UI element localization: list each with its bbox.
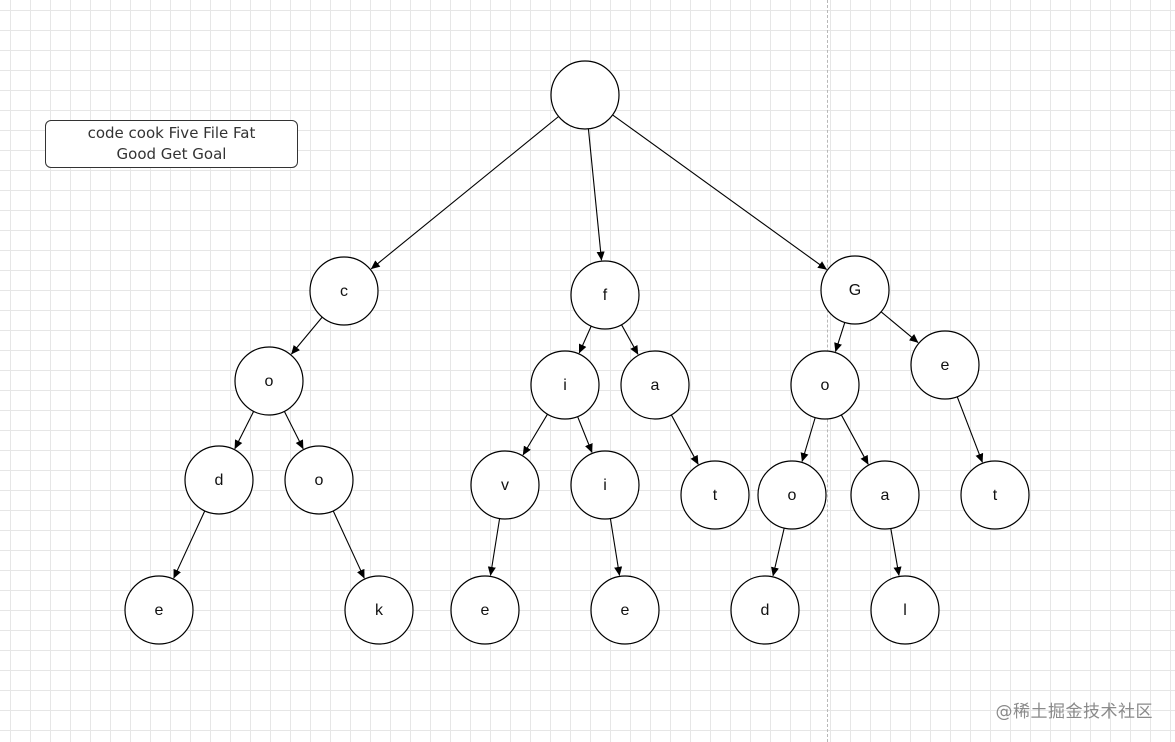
tree-node-c[interactable]: c xyxy=(309,256,379,326)
node-circle xyxy=(570,260,640,330)
tree-node-G[interactable]: G xyxy=(820,255,890,325)
node-circle xyxy=(284,445,354,515)
node-circle xyxy=(570,450,640,520)
node-circle xyxy=(820,255,890,325)
node-label: e xyxy=(155,602,164,619)
node-circle xyxy=(450,575,520,645)
node-label: d xyxy=(215,472,224,489)
node-label: G xyxy=(849,282,861,299)
node-label: o xyxy=(788,487,797,504)
node-label: e xyxy=(621,602,630,619)
watermark: @稀土掘金技术社区 xyxy=(995,702,1153,722)
node-label: e xyxy=(481,602,490,619)
node-label: v xyxy=(501,477,509,494)
node-circle xyxy=(870,575,940,645)
node-circle xyxy=(757,460,827,530)
edge-f-i-to-f-i-v[interactable] xyxy=(522,413,548,456)
node-circle xyxy=(730,575,800,645)
node-label: c xyxy=(340,283,348,300)
edge-c-o-to-c-o-d[interactable] xyxy=(234,411,255,450)
node-circle xyxy=(590,575,660,645)
edge-G-o-to-G-o-o[interactable] xyxy=(800,417,816,462)
tree-node-c-o-d[interactable]: d xyxy=(184,445,254,515)
tree-node-f-i-l-e[interactable]: e xyxy=(590,575,660,645)
node-label: f xyxy=(603,287,608,304)
tree-node-c-o-o-k[interactable]: k xyxy=(344,575,414,645)
node-label: a xyxy=(881,487,890,504)
node-circle xyxy=(470,450,540,520)
edge-G-o-a-to-G-o-a-l[interactable] xyxy=(890,528,902,576)
word-list-note[interactable]: code cook Five File Fat Good Get Goal xyxy=(45,120,298,168)
node-label: t xyxy=(713,487,718,504)
tree-node-c-o-d-e[interactable]: e xyxy=(124,575,194,645)
tree-node-G-o-o[interactable]: o xyxy=(757,460,827,530)
node-label: i xyxy=(603,477,607,494)
edge-G-e-to-G-e-t[interactable] xyxy=(956,396,984,463)
tree-node-G-e-t[interactable]: t xyxy=(960,460,1030,530)
node-circle xyxy=(790,350,860,420)
edge-G-o-to-G-o-a[interactable] xyxy=(840,414,869,465)
word-list-line-2: Good Get Goal xyxy=(116,145,227,163)
node-circle xyxy=(680,460,750,530)
node-label: o xyxy=(265,373,274,390)
tree-node-f[interactable]: f xyxy=(570,260,640,330)
node-circle xyxy=(184,445,254,515)
edge-c-o-to-c-o-o[interactable] xyxy=(283,411,304,450)
node-label: e xyxy=(941,357,950,374)
node-circle xyxy=(309,256,379,326)
edge-root-to-c[interactable] xyxy=(370,116,559,270)
node-circle xyxy=(620,350,690,420)
edge-root-to-f[interactable] xyxy=(587,128,605,261)
edge-c-to-c-o[interactable] xyxy=(290,316,323,355)
edges-layer xyxy=(173,114,984,579)
node-circle xyxy=(124,575,194,645)
node-circle xyxy=(910,330,980,400)
node-circle xyxy=(530,350,600,420)
nodes-layer: c f Go d o e k i a v i t e e o e o a t d l xyxy=(124,60,1030,645)
edge-G-to-G-e[interactable] xyxy=(880,311,919,344)
node-circle xyxy=(344,575,414,645)
edge-c-o-d-to-c-o-d-e[interactable] xyxy=(173,510,206,579)
node-label: a xyxy=(651,377,660,394)
edge-f-i-to-f-i-l[interactable] xyxy=(577,416,593,453)
tree-node-f-i[interactable]: i xyxy=(530,350,600,420)
node-label: o xyxy=(315,472,324,489)
edge-f-i-v-to-f-i-v-e[interactable] xyxy=(487,518,501,576)
tree-node-f-i-v-e[interactable]: e xyxy=(450,575,520,645)
edge-f-i-l-to-f-i-l-e[interactable] xyxy=(609,518,623,576)
node-label: o xyxy=(821,377,830,394)
edge-root-to-G[interactable] xyxy=(612,114,827,270)
tree-node-f-i-l[interactable]: i xyxy=(570,450,640,520)
tree-node-c-o[interactable]: o xyxy=(234,346,304,416)
edge-G-to-G-o[interactable] xyxy=(834,322,846,353)
node-circle xyxy=(550,60,620,130)
node-label: d xyxy=(761,602,770,619)
node-label: k xyxy=(375,602,384,619)
node-label: i xyxy=(563,377,567,394)
edge-G-o-o-to-G-o-o-d[interactable] xyxy=(771,527,785,577)
tree-node-f-a-t[interactable]: t xyxy=(680,460,750,530)
tree-node-G-o-a[interactable]: a xyxy=(850,460,920,530)
node-circle xyxy=(960,460,1030,530)
tree-node-G-o[interactable]: o xyxy=(790,350,860,420)
node-circle xyxy=(850,460,920,530)
edge-f-to-f-a[interactable] xyxy=(621,324,639,355)
tree-node-f-a[interactable]: a xyxy=(620,350,690,420)
edge-f-to-f-i[interactable] xyxy=(578,325,592,354)
tree-node-root[interactable] xyxy=(550,60,620,130)
edge-f-a-to-f-a-t[interactable] xyxy=(670,414,699,465)
node-label: l xyxy=(903,602,907,619)
tree-node-G-o-a-l[interactable]: l xyxy=(870,575,940,645)
tree-node-f-i-v[interactable]: v xyxy=(470,450,540,520)
word-list-line-1: code cook Five File Fat xyxy=(87,124,256,142)
node-label: t xyxy=(993,487,998,504)
tree-node-c-o-o[interactable]: o xyxy=(284,445,354,515)
tree-node-G-e[interactable]: e xyxy=(910,330,980,400)
edge-c-o-o-to-c-o-o-k[interactable] xyxy=(332,510,365,579)
tree-node-G-o-o-d[interactable]: d xyxy=(730,575,800,645)
node-circle xyxy=(234,346,304,416)
